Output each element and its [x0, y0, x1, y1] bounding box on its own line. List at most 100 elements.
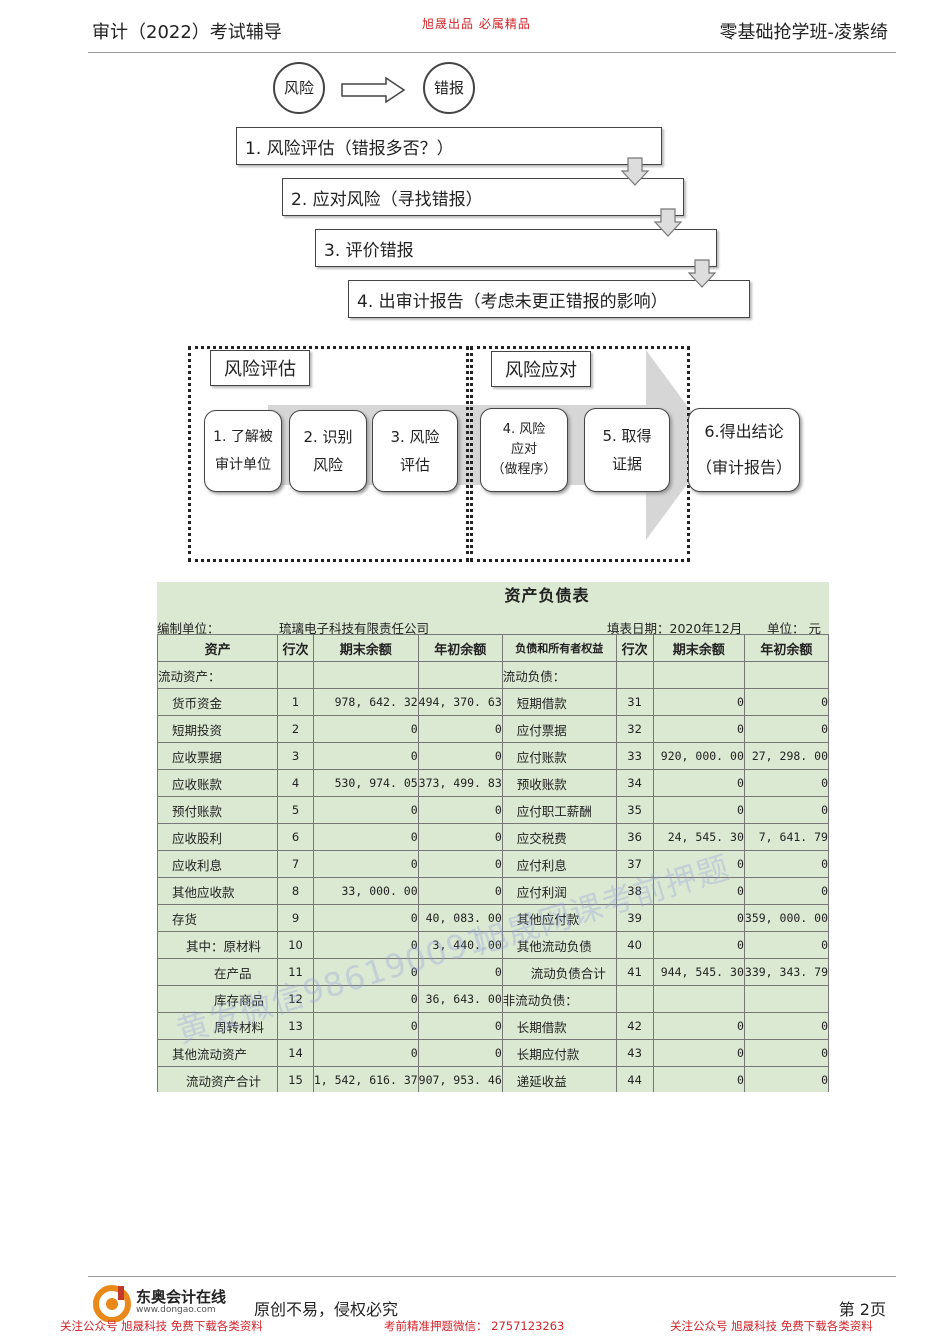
table-cell — [277, 661, 314, 689]
header-divider — [88, 52, 896, 53]
table-cell: 其他流动资产 — [157, 1039, 279, 1067]
process-box-line: 风险 — [312, 456, 343, 474]
table-cell: 0 — [312, 958, 419, 986]
col-header: 期末余额 — [312, 634, 419, 662]
table-cell: 39 — [615, 904, 654, 932]
step-2-label: 2. 应对风险（寻找错报） — [291, 189, 483, 210]
company-name: 琉璃电子科技有限责任公司 — [279, 621, 430, 636]
table-cell: 9 — [277, 904, 314, 932]
table-cell: 40, 083. 00 — [417, 904, 503, 932]
table-cell: 其他流动负债 — [501, 931, 617, 959]
table-cell: 应收股利 — [157, 823, 279, 851]
table-cell: 34 — [615, 769, 654, 797]
table-cell: 0 — [743, 715, 829, 743]
table-cell — [615, 985, 654, 1013]
table-cell: 0 — [743, 769, 829, 797]
balance-sheet: 资产负债表 编制单位： 琉璃电子科技有限责任公司 填表日期：2020年12月 单… — [157, 582, 829, 1092]
process-box-line: 评估 — [399, 456, 430, 474]
header-course: 零基础抢学班-凌紫绮 — [719, 22, 889, 43]
risk-assessment-frame — [188, 346, 469, 562]
col-header: 期末余额 — [652, 634, 745, 662]
col-header: 行次 — [277, 634, 314, 662]
process-box-line: 4. 风险 — [502, 422, 546, 437]
table-cell: 应付账款 — [501, 742, 617, 770]
table-cell: 短期投资 — [157, 715, 279, 743]
col-header: 资产 — [157, 634, 279, 662]
table-cell: 应收利息 — [157, 850, 279, 878]
process-box-assess: 3. 风险评估 — [372, 410, 458, 492]
table-cell: 长期应付款 — [501, 1039, 617, 1067]
table-cell: 44 — [615, 1066, 654, 1092]
table-cell: 周转材料 — [157, 1012, 279, 1040]
table-cell: 13 — [277, 1012, 314, 1040]
page-number: 第 2页 — [838, 1300, 886, 1319]
table-cell: 494, 370. 63 — [417, 688, 503, 716]
table-cell: 7, 641. 79 — [743, 823, 829, 851]
table-cell: 应交税费 — [501, 823, 617, 851]
risk-assessment-title: 风险评估 — [210, 350, 310, 386]
table-cell: 短期借款 — [501, 688, 617, 716]
table-cell: 24, 545. 30 — [652, 823, 745, 851]
table-cell: 0 — [652, 904, 745, 932]
table-cell: 预收账款 — [501, 769, 617, 797]
step-4-label: 4. 出审计报告（考虑未更正错报的影响） — [357, 291, 668, 312]
process-box-line: 应对 — [510, 442, 537, 457]
table-cell: 0 — [417, 715, 503, 743]
table-cell: 0 — [652, 1012, 745, 1040]
table-cell: 递延收益 — [501, 1066, 617, 1092]
step-4-box: 4. 出审计报告（考虑未更正错报的影响） — [348, 280, 750, 318]
risk-circle-label: 风险 — [283, 79, 314, 97]
col-header: 年初余额 — [743, 634, 829, 662]
process-box-line: （做程序） — [491, 462, 557, 477]
table-cell: 33 — [615, 742, 654, 770]
table-cell: 0 — [312, 904, 419, 932]
promo-middle: 考前精准押题微信： 2757123263 — [384, 1319, 565, 1333]
col-header: 负债和所有者权益 — [501, 634, 617, 662]
table-cell: 0 — [652, 931, 745, 959]
table-cell: 其他应收款 — [157, 877, 279, 905]
table-cell — [652, 661, 745, 689]
table-cell: 359, 000. 00 — [743, 904, 829, 932]
table-cell: 6 — [277, 823, 314, 851]
balance-sheet-title: 资产负债表 — [504, 586, 590, 605]
header-title: 审计（2022）考试辅导 — [92, 22, 282, 43]
footer-divider — [88, 1276, 896, 1277]
table-cell: 530, 974. 05 — [312, 769, 419, 797]
table-cell: 42 — [615, 1012, 654, 1040]
table-cell: 应付职工薪酬 — [501, 796, 617, 824]
table-cell: 货币资金 — [157, 688, 279, 716]
step-3-label: 3. 评价错报 — [324, 240, 414, 261]
table-cell: 流动负债： — [501, 661, 617, 689]
risk-circle: 风险 — [273, 62, 325, 114]
process-box-respond: 4. 风险应对 （做程序） — [480, 408, 568, 492]
table-cell: 944, 545. 30 — [652, 958, 745, 986]
table-cell: 流动资产合计 — [157, 1066, 279, 1092]
table-cell — [652, 985, 745, 1013]
process-box-line: 3. 风险 — [390, 428, 440, 446]
col-header: 行次 — [615, 634, 654, 662]
table-cell: 0 — [652, 769, 745, 797]
table-cell — [743, 661, 829, 689]
table-cell: 339, 343. 79 — [743, 958, 829, 986]
process-box-understand: 1. 了解被审计单位 — [204, 410, 282, 492]
table-cell: 14 — [277, 1039, 314, 1067]
header-brand: 旭晟出品 必属精品 — [422, 17, 531, 31]
down-arrow-icon — [620, 157, 650, 186]
table-header-row: 资产 行次 期末余额 年初余额 负债和所有者权益 行次 期末余额 年初余额 — [157, 634, 829, 662]
table-cell: 0 — [312, 1039, 419, 1067]
table-cell: 0 — [743, 1012, 829, 1040]
process-box-evidence: 5. 取得证据 — [584, 408, 670, 492]
process-box-line: 1. 了解被 — [213, 429, 273, 445]
table-cell: 0 — [743, 931, 829, 959]
table-cell — [417, 661, 503, 689]
col-header: 年初余额 — [417, 634, 503, 662]
table-cell: 41 — [615, 958, 654, 986]
table-cell: 1, 542, 616. 37 — [312, 1066, 419, 1092]
table-cell — [615, 661, 654, 689]
table-cell: 应付利润 — [501, 877, 617, 905]
table-cell: 0 — [417, 796, 503, 824]
step-2-box: 2. 应对风险（寻找错报） — [282, 178, 684, 216]
